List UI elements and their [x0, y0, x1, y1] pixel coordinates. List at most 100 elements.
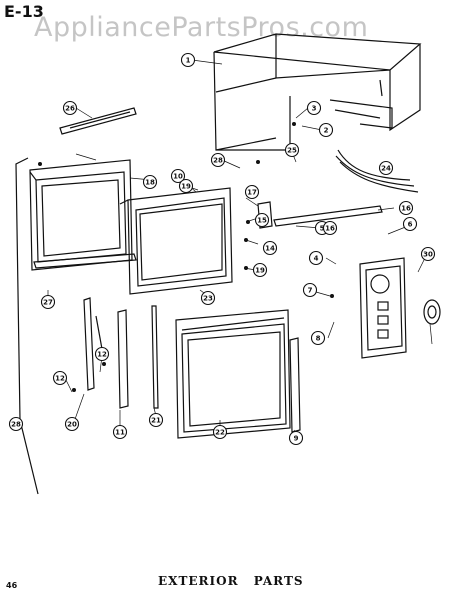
callout-28: 28	[8, 416, 24, 432]
callout-circle	[402, 216, 418, 232]
callout-number: 25	[287, 147, 297, 155]
callout-number: 10	[173, 173, 183, 181]
callout-number: 22	[215, 429, 225, 437]
top-trim-strip	[59, 107, 137, 135]
callout-number: 27	[43, 299, 53, 307]
hinge-strips	[83, 297, 159, 409]
callout-circle	[170, 168, 186, 184]
wire-harness	[335, 149, 419, 193]
control-panel	[359, 257, 407, 359]
callout-16: 16	[398, 200, 414, 216]
callout-21: 21	[148, 412, 164, 428]
callout-circle	[252, 262, 268, 278]
callout-20: 20	[64, 416, 80, 432]
inner-door-frame	[29, 159, 133, 271]
callout-12: 12	[94, 346, 110, 362]
callout-circle	[8, 416, 24, 432]
page-code: E-13	[4, 2, 44, 21]
right-door-trim	[289, 337, 301, 433]
callout-circle	[112, 424, 128, 440]
callout-number: 30	[423, 251, 433, 259]
callout-circle	[398, 200, 414, 216]
callout-circle	[52, 370, 68, 386]
callout-26: 26	[62, 100, 78, 116]
callout-number: 19	[181, 183, 191, 191]
callout-number: 16	[401, 205, 411, 213]
callout-circle	[64, 416, 80, 432]
callout-1: 1	[180, 52, 196, 68]
watermark: AppliancePartsPros.com	[34, 12, 369, 43]
callout-27: 27	[40, 294, 56, 310]
control-knob	[423, 299, 441, 325]
callout-number: 5	[320, 225, 325, 233]
callout-number: 20	[67, 421, 77, 429]
callout-19: 19	[178, 178, 194, 194]
callout-number: 24	[381, 165, 391, 173]
door-liner-frame	[119, 187, 233, 295]
callout-12: 12	[52, 370, 68, 386]
callout-9: 9	[288, 430, 304, 446]
callout-circle	[310, 330, 326, 346]
callout-2: 2	[318, 122, 334, 138]
bottom-trim-strip	[33, 253, 137, 269]
callout-23: 23	[200, 290, 216, 306]
callout-circle	[302, 282, 318, 298]
callout-number: 3	[312, 105, 317, 113]
callout-17: 17	[244, 184, 260, 200]
side-trim-long	[15, 157, 39, 495]
callout-10: 10	[170, 168, 186, 184]
callout-24: 24	[378, 160, 394, 176]
callout-circle	[142, 174, 158, 190]
callout-circle	[378, 160, 394, 176]
footer-title: EXTERIOR PARTS	[158, 574, 304, 588]
callout-circle	[322, 220, 338, 236]
callout-number: 23	[203, 295, 213, 303]
callout-11: 11	[112, 424, 128, 440]
callout-number: 19	[255, 267, 265, 275]
callout-number: 4	[314, 255, 319, 263]
callout-number: 7	[308, 287, 313, 295]
callout-4: 4	[308, 250, 324, 266]
callout-circle	[210, 152, 226, 168]
outer-door-panel	[175, 309, 291, 439]
callout-number: 11	[115, 429, 125, 437]
callout-30: 30	[420, 246, 436, 262]
callout-number: 16	[325, 225, 335, 233]
callout-circle	[254, 212, 270, 228]
callout-circle	[94, 346, 110, 362]
callout-number: 28	[213, 157, 223, 165]
callout-circle	[148, 412, 164, 428]
callout-number: 2	[324, 127, 329, 135]
fastener-screws	[38, 122, 334, 392]
callout-number: 12	[55, 375, 65, 383]
callout-circle	[318, 122, 334, 138]
callout-number: 26	[65, 105, 75, 113]
trim-rail	[273, 205, 383, 227]
callout-22: 22	[212, 424, 228, 440]
callout-circle	[244, 184, 260, 200]
callout-8: 8	[310, 330, 326, 346]
callout-circle	[180, 52, 196, 68]
callout-19: 19	[252, 262, 268, 278]
callout-circle	[262, 240, 278, 256]
cabinet-wrapper	[213, 33, 422, 151]
callout-number: 14	[265, 245, 275, 253]
callout-circle	[420, 246, 436, 262]
callout-16: 16	[322, 220, 338, 236]
callout-25: 25	[284, 142, 300, 158]
callout-circle	[308, 250, 324, 266]
callout-7: 7	[302, 282, 318, 298]
callout-number: 1	[186, 57, 191, 65]
callout-15: 15	[254, 212, 270, 228]
callout-number: 12	[97, 351, 107, 359]
callout-number: 17	[247, 189, 257, 197]
callout-3: 3	[306, 100, 322, 116]
callout-number: 18	[145, 179, 155, 187]
callout-circle	[306, 100, 322, 116]
callout-number: 21	[151, 417, 161, 425]
callout-number: 28	[11, 421, 21, 429]
callout-circle	[288, 430, 304, 446]
